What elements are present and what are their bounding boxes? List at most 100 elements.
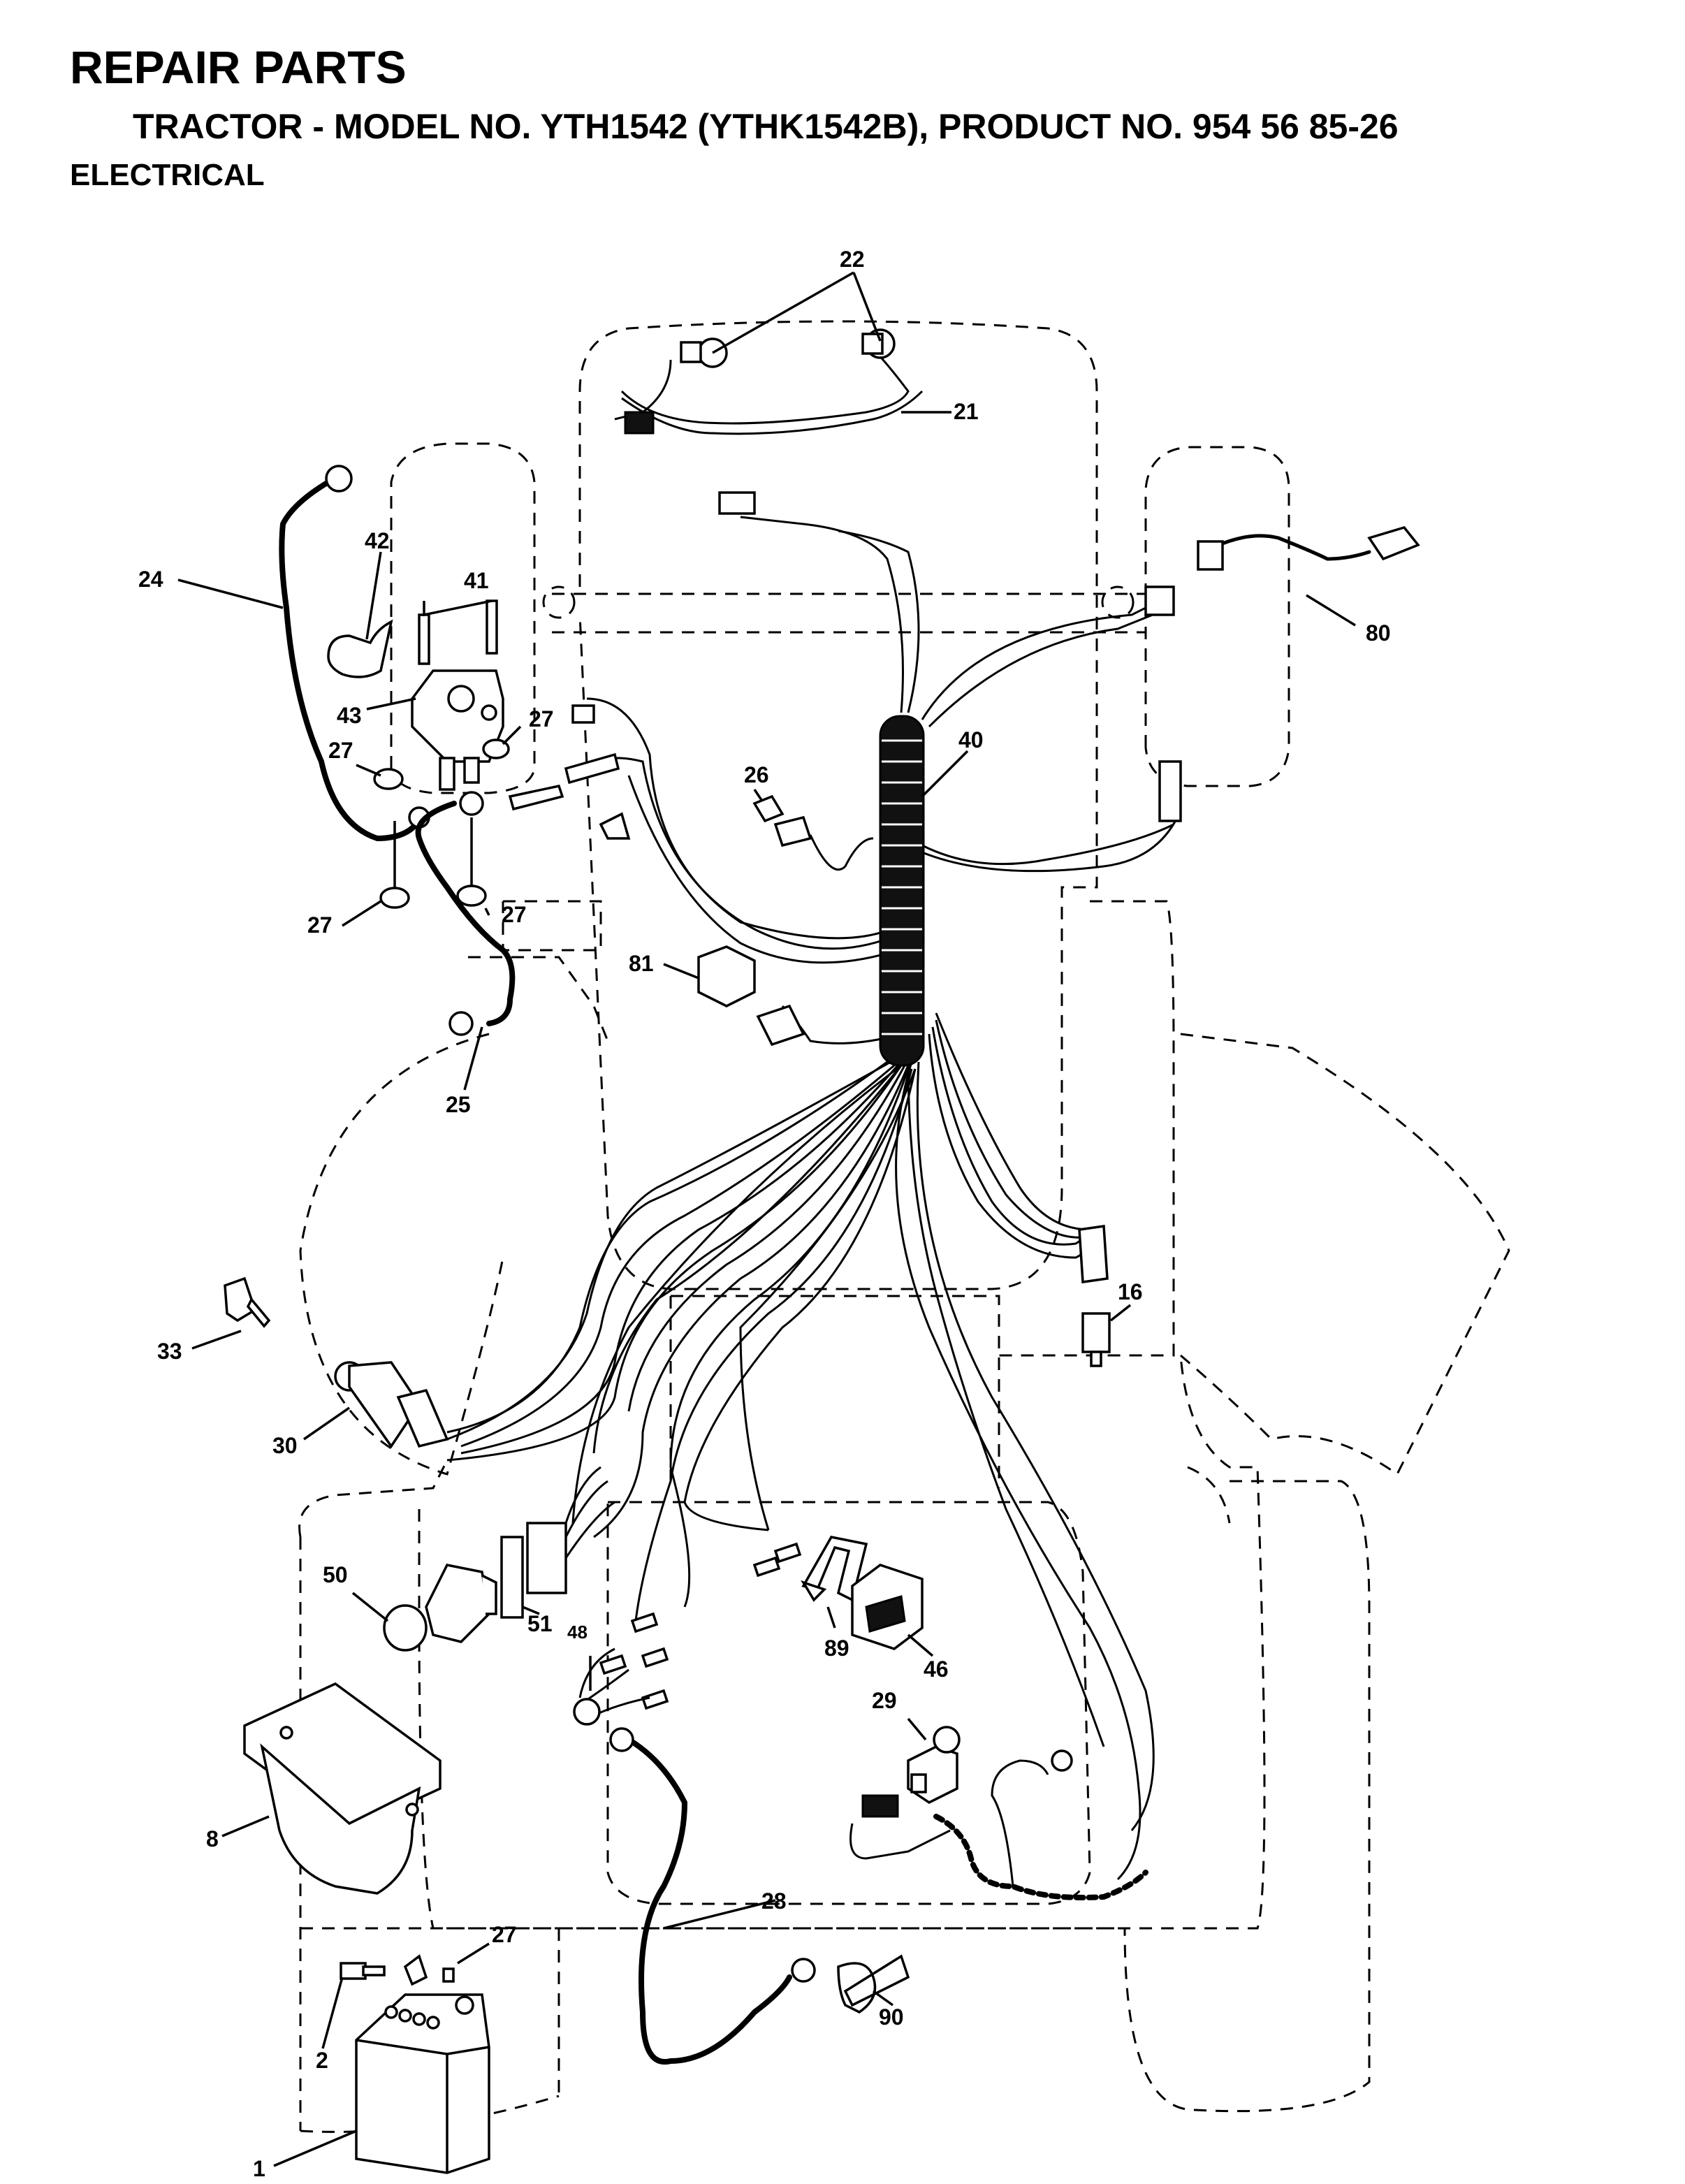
callout-43: 43 (337, 703, 362, 728)
nut-icon (482, 738, 510, 759)
section-title: ELECTRICAL (70, 158, 265, 192)
harness-terminal-icon (508, 784, 564, 811)
callout-27-solenoid: 27 (529, 706, 554, 731)
diode-icon (573, 1698, 601, 1726)
battery-cap-icon (398, 2009, 412, 2023)
battery-icon (355, 1993, 490, 2174)
meter-bracket-icon (801, 1536, 868, 1602)
right-socket-icon (861, 333, 884, 355)
battery-cap-icon (426, 2016, 440, 2030)
ignition-key-33 (224, 1276, 271, 1328)
connector-icon (1197, 540, 1224, 571)
terminal-clamp-icon (403, 1954, 428, 1986)
callout-16: 16 (1118, 1279, 1143, 1304)
pto-switch-50 (383, 1564, 497, 1652)
callout-48: 48 (567, 1622, 588, 1643)
harness-80 (1197, 525, 1420, 571)
key-head-icon (224, 1276, 257, 1323)
callout-80: 80 (1366, 620, 1391, 646)
frame-crossbar (552, 592, 1146, 634)
nut-icon (373, 768, 404, 790)
ring-terminal-icon (791, 1958, 816, 1983)
rear-fender-outline (1123, 1480, 1371, 2113)
coil-connector-icon (861, 1794, 899, 1818)
callout-25: 25 (446, 1092, 471, 1117)
callout-27-left: 27 (328, 738, 353, 763)
nut-icon (379, 887, 410, 909)
callout-42: 42 (365, 528, 390, 553)
left-socket-icon (680, 341, 702, 363)
wiring-harness (446, 516, 1182, 1881)
solenoid-stud-icon (439, 757, 455, 791)
callout-30: 30 (272, 1433, 298, 1458)
spade-terminal-icon (599, 1654, 627, 1675)
connector-plate-51 (500, 1466, 615, 1619)
nut-icon (442, 1967, 455, 1983)
ring-terminal-icon (459, 791, 484, 816)
page-title: REPAIR PARTS (70, 41, 407, 93)
callout-21: 21 (954, 399, 979, 424)
harness-connector-icon (1158, 760, 1182, 822)
battery-cable-25 (415, 791, 516, 1036)
ignition-switch-30 (334, 1361, 449, 1449)
callout-24: 24 (138, 567, 163, 592)
knob-icon (383, 1604, 428, 1652)
terminal-boot-90-icon (837, 1954, 910, 2014)
hour-meter-assembly (801, 1536, 924, 1650)
left-fender-outline (390, 442, 536, 794)
battery-box-8 (243, 1682, 442, 1895)
spade-terminal-icon (773, 1542, 802, 1564)
rear-wheel-outline (1180, 1033, 1510, 1476)
solenoid-hole-icon (447, 685, 475, 713)
bolt-icon (418, 613, 430, 665)
box-hole-icon (279, 1726, 293, 1740)
bolt-icon (486, 599, 498, 655)
fuse-26 (752, 794, 874, 871)
harness-connector-icon (1144, 585, 1175, 616)
harness-plug-icon (1078, 1225, 1109, 1283)
harness-terminal-icon (564, 752, 620, 785)
connector-16 (1078, 1225, 1111, 1367)
relay-socket-icon (756, 1004, 805, 1047)
spade-terminal-icon (641, 1689, 669, 1710)
switch-terminal-icon (910, 1773, 927, 1793)
coiled-harness (849, 1749, 1148, 1900)
battery-cap-icon (384, 2005, 398, 2019)
harness-sleeve (879, 715, 925, 1067)
bracket-tab-icon (801, 1580, 827, 1602)
callout-8: 8 (206, 1826, 219, 1851)
bolt-head-icon (340, 1962, 367, 1980)
callout-33: 33 (157, 1339, 182, 1364)
relay-81 (697, 945, 805, 1047)
callout-27-lower-left: 27 (307, 912, 333, 938)
harness-connector-icon (718, 491, 756, 515)
callout-27-lower-right: 27 (502, 902, 527, 927)
solenoid-stud-icon (463, 757, 480, 784)
battery-box-rim-icon (243, 1682, 442, 1833)
headlight-plug-icon (624, 411, 655, 435)
harness-terminal-icon (571, 704, 595, 724)
callout-28: 28 (761, 1888, 787, 1914)
bolt-thread-icon (362, 1965, 386, 1976)
battery-cap-icon (412, 2012, 426, 2026)
battery-post-icon (455, 1995, 474, 2015)
switch-terminal-icon (481, 1574, 497, 1615)
callout-1: 1 (253, 2156, 265, 2181)
solenoid-stud-icon (481, 704, 497, 721)
battery-edges (356, 2039, 490, 2173)
callout-26: 26 (744, 762, 769, 787)
harness-plug-icon (526, 1522, 567, 1594)
dash-panel-outline (468, 900, 609, 1042)
ring-terminal-icon (609, 1727, 634, 1752)
key-blade-icon (246, 1297, 271, 1328)
connector-plate-icon (500, 1536, 524, 1619)
connector-icon (1367, 525, 1420, 561)
switch-body-icon (348, 1361, 421, 1449)
callout-46: 46 (924, 1657, 949, 1682)
callout-90: 90 (879, 2004, 904, 2030)
meter-display-icon (865, 1595, 906, 1633)
callout-27-battery: 27 (492, 1922, 517, 1947)
spade-terminal-icon (641, 1647, 669, 1668)
ring-terminal-icon (325, 465, 353, 493)
switch-plug-icon (396, 1388, 449, 1448)
